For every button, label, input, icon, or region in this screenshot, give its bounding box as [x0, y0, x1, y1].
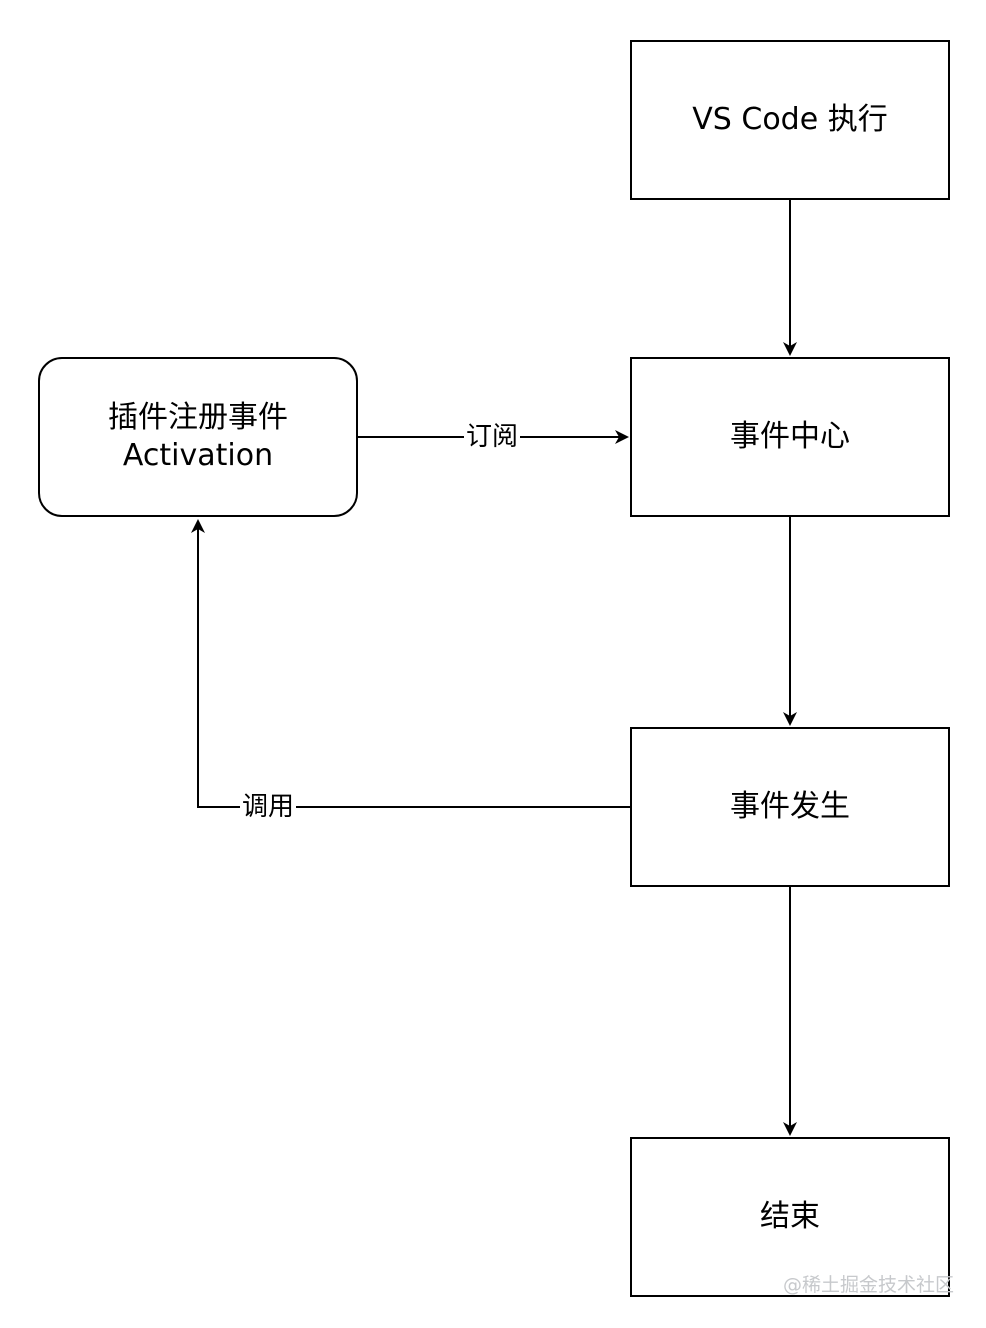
edge-label-invoke: 调用 — [240, 792, 297, 822]
node-end: 结束 — [630, 1137, 950, 1297]
node-vscode-execute-label: VS Code 执行 — [692, 102, 888, 137]
node-plugin-register-label: 插件注册事件 — [108, 400, 288, 435]
node-vscode-execute: VS Code 执行 — [630, 40, 950, 200]
watermark: @稀土掘金技术社区 — [782, 1274, 954, 1296]
node-event-center: 事件中心 — [630, 357, 950, 517]
node-event-occur-label: 事件发生 — [730, 789, 850, 824]
node-plugin-register-sublabel: Activation — [122, 438, 274, 473]
node-plugin-register: 插件注册事件 Activation — [38, 357, 358, 517]
edge-event-occur-to-plugin — [191, 519, 631, 808]
edge-label-subscribe: 订阅 — [464, 422, 521, 452]
node-end-label: 结束 — [760, 1199, 820, 1234]
node-event-center-label: 事件中心 — [730, 419, 850, 454]
node-event-occur: 事件发生 — [630, 727, 950, 887]
